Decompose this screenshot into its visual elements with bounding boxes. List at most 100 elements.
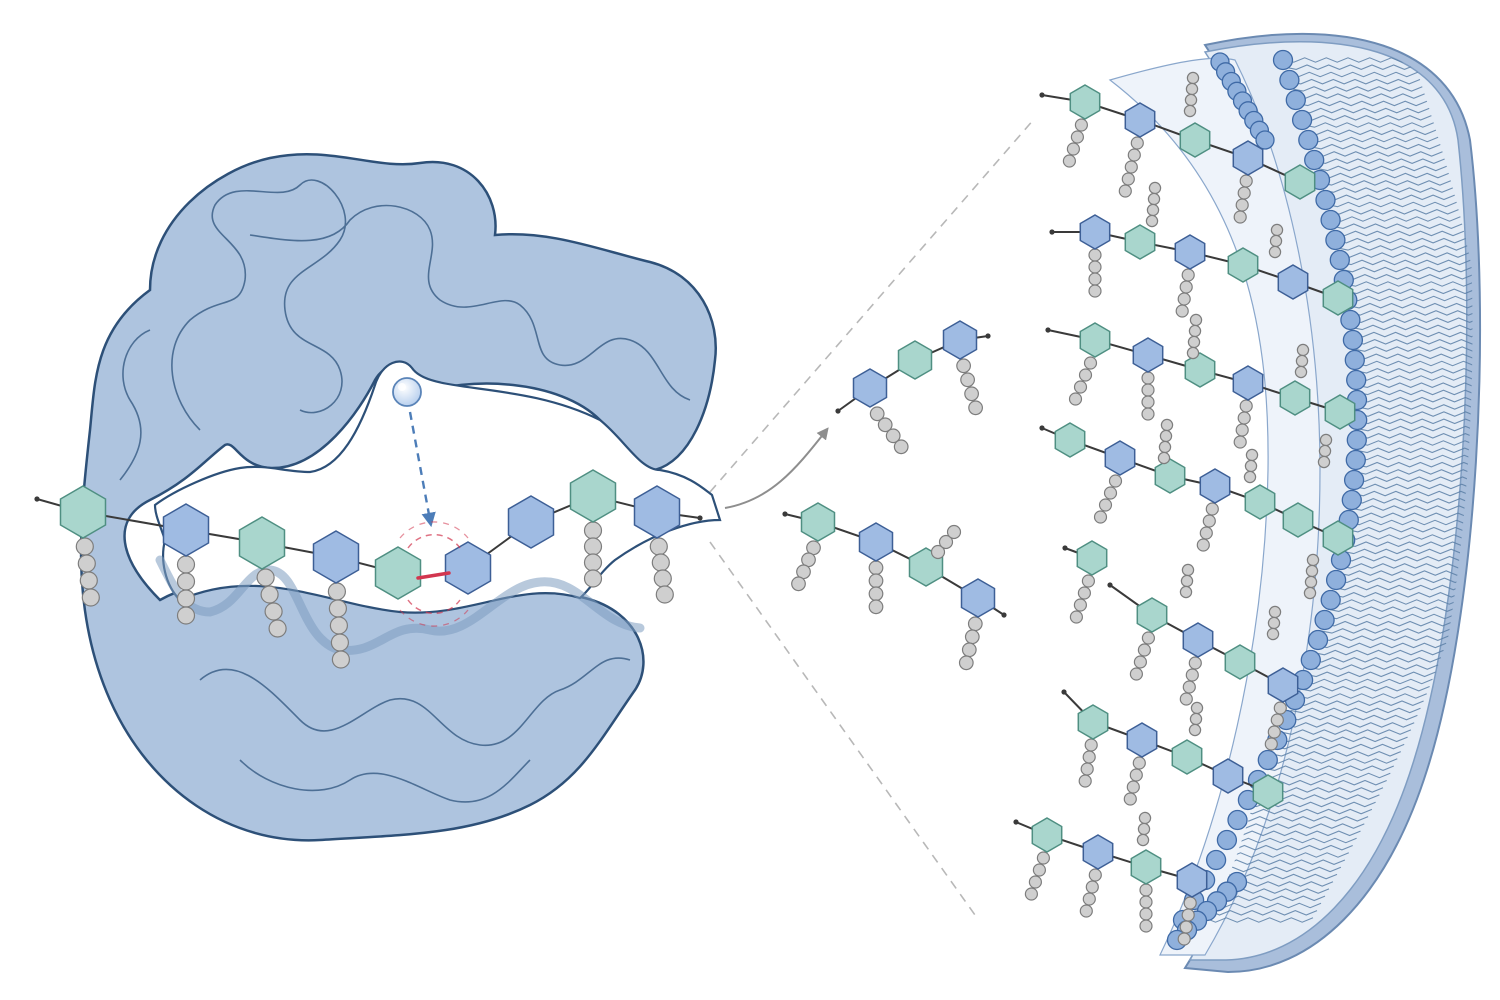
zoom-guide-upper <box>709 117 1036 493</box>
side-chain-bead <box>964 386 979 402</box>
side-chain-bead <box>651 553 670 572</box>
side-chain-bead <box>1239 174 1253 188</box>
blue-hexagon-sugar-icon <box>1079 214 1111 250</box>
teal-hexagon-sugar-icon <box>1076 540 1108 576</box>
lipid-head <box>1257 749 1278 771</box>
teal-hexagon-sugar-icon <box>1136 597 1168 633</box>
teal-hexagon-sugar-icon <box>59 485 107 539</box>
side-chain-bead <box>1124 160 1138 174</box>
lipid-tail <box>1355 368 1473 374</box>
side-chain-bead <box>1181 563 1195 577</box>
side-chain-bead <box>1188 723 1202 737</box>
lipid-tail <box>1352 490 1473 497</box>
chain-end-dot <box>1045 327 1051 333</box>
blue-hexagon-sugar-icon <box>162 503 210 557</box>
side-chain-bead <box>1317 455 1331 469</box>
lipid-tail <box>1337 245 1468 251</box>
lipid-head <box>1345 449 1366 471</box>
lipid-tail <box>1346 295 1473 302</box>
lipid-tail <box>1335 237 1466 244</box>
lipid-head <box>1342 329 1364 351</box>
side-chain-bead <box>1036 851 1051 865</box>
blue-hexagon-sugar-icon <box>1176 862 1208 898</box>
lipid-head <box>1341 489 1362 511</box>
side-chain-bead <box>1129 768 1143 782</box>
side-chain-bead <box>1160 418 1174 432</box>
lipid-tail <box>1302 678 1433 685</box>
lipid-tail <box>1356 447 1473 454</box>
lipid-tail <box>1355 454 1473 461</box>
lipid-tail <box>1356 433 1473 439</box>
side-chain-bead <box>1123 792 1137 806</box>
lipid-tail <box>1342 548 1473 555</box>
lipid-tail <box>1335 577 1467 584</box>
lipid-tail <box>1296 100 1428 107</box>
chain-end-dot <box>985 333 991 339</box>
lipid-tail <box>1348 302 1473 309</box>
zoom-guide-lower <box>709 541 976 916</box>
lipid-tail <box>1331 592 1463 598</box>
lipid-tail <box>1294 93 1425 99</box>
chain-end-dot <box>1039 425 1045 431</box>
lipid-tail <box>1222 844 1353 851</box>
teal-hexagon-sugar-icon <box>1124 224 1156 260</box>
teal-hexagon-sugar-icon <box>1322 280 1354 316</box>
lipid-tail <box>1292 86 1423 92</box>
side-chain-bead <box>1186 71 1200 85</box>
side-chain-bead <box>1267 616 1281 630</box>
side-chain-bead <box>1141 383 1155 397</box>
side-chain-bead <box>260 585 279 604</box>
blue-hexagon-sugar-icon <box>852 368 888 408</box>
side-chain-bead <box>1183 104 1197 118</box>
lipid-tail <box>1226 837 1357 844</box>
lipid-tail <box>1308 664 1439 670</box>
lipid-tail <box>1339 563 1470 569</box>
lipid-head <box>1272 49 1294 71</box>
blue-hexagon-sugar-icon <box>1199 468 1231 504</box>
side-chain-bead <box>1177 932 1191 946</box>
side-chain-bead <box>956 358 971 374</box>
side-chain-bead <box>1127 148 1141 162</box>
side-chain-bead <box>1235 198 1249 212</box>
side-chain-bead <box>1190 701 1204 715</box>
lipid-tail <box>1357 411 1473 417</box>
side-chain-bead <box>1233 210 1247 224</box>
lipid-tail <box>1356 396 1473 403</box>
side-chain-bead <box>877 417 893 433</box>
lipid-tail <box>1352 331 1473 338</box>
blue-hexagon-sugar-icon <box>1182 622 1214 658</box>
side-chain-bead <box>1205 502 1219 516</box>
side-chain-bead <box>1294 365 1308 379</box>
side-chain-bead <box>1179 920 1193 934</box>
side-chain-bead <box>1268 245 1282 259</box>
glycan-chain <box>835 320 991 455</box>
side-chain-bead <box>1078 774 1092 788</box>
lipid-tail <box>1354 476 1473 482</box>
lipid-tail <box>1351 498 1473 504</box>
side-chain-bead <box>1196 538 1210 552</box>
side-chain-bead <box>1239 399 1253 413</box>
glycan-chain <box>782 502 1007 671</box>
blue-hexagon-sugar-icon <box>312 530 360 584</box>
side-chain-bead <box>1180 574 1194 588</box>
water-molecule-icon <box>392 377 422 407</box>
side-chain-bead <box>176 555 196 574</box>
lipid-tail <box>1344 541 1473 547</box>
side-chain-bead <box>1158 440 1172 454</box>
side-chain-bead <box>1244 459 1258 473</box>
lipid-tail <box>1320 628 1452 634</box>
side-chain-bead <box>1202 514 1216 528</box>
lipid-head <box>1279 69 1300 91</box>
side-chain-bead <box>1237 186 1251 200</box>
enzyme-fold-bottom <box>199 657 631 746</box>
side-chain-bead <box>1179 585 1193 599</box>
lipid-tail <box>1353 346 1473 352</box>
blue-hexagon-sugar-icon <box>1126 722 1158 758</box>
lipid-tail <box>1350 505 1473 511</box>
side-chain-bead <box>1273 701 1287 715</box>
side-chain-bead <box>1129 667 1144 681</box>
lipid-tail <box>1341 555 1472 562</box>
lipid-head <box>1346 429 1367 451</box>
lipid-head <box>1205 849 1227 871</box>
side-chain-bead <box>791 576 806 592</box>
